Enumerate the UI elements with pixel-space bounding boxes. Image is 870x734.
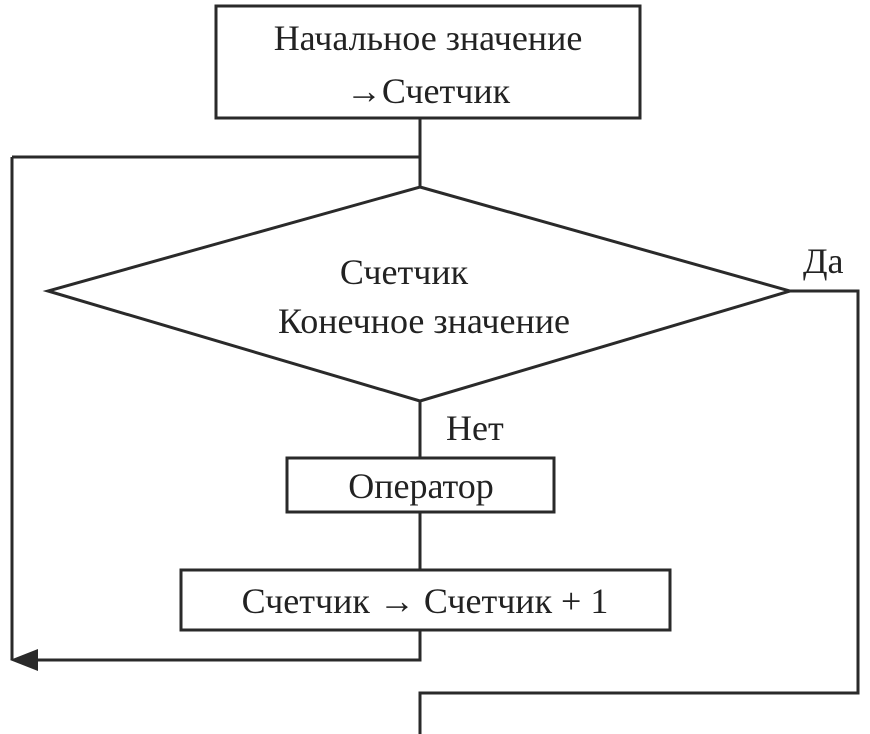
operator-block: Оператор bbox=[285, 456, 556, 514]
init-block-line1: Начальное значение bbox=[274, 18, 583, 58]
init-block-line2: →Счетчик bbox=[346, 71, 511, 111]
init-block-frame bbox=[214, 4, 642, 120]
condition-block: Счетчик Конечное значение bbox=[42, 185, 796, 403]
yes-branch-label: Да bbox=[803, 241, 844, 281]
flowchart-connectors bbox=[10, 118, 860, 734]
loop-back-arrowhead bbox=[10, 649, 38, 671]
connector-yes-exit bbox=[418, 289, 860, 734]
condition-line1: Счетчик bbox=[340, 252, 469, 292]
init-block: Начальное значение →Счетчик bbox=[214, 4, 642, 120]
no-branch-label: Нет bbox=[446, 408, 504, 448]
increment-block: Счетчик → Счетчик + 1 bbox=[179, 568, 672, 632]
connector-increment-to-loop bbox=[36, 630, 422, 662]
condition-diamond bbox=[42, 185, 796, 403]
condition-line2: Конечное значение bbox=[278, 301, 570, 341]
increment-block-frame bbox=[179, 568, 672, 632]
operator-block-label: Оператор bbox=[348, 466, 494, 506]
operator-block-frame bbox=[285, 456, 556, 514]
increment-block-label: Счетчик → Счетчик + 1 bbox=[242, 581, 609, 621]
